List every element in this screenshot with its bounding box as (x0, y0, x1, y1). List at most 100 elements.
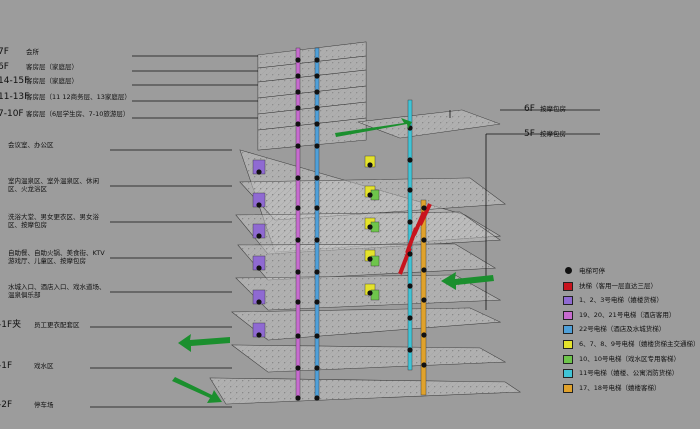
stop-dot (314, 395, 320, 401)
stop-dot (295, 365, 301, 371)
escalator (418, 203, 432, 226)
stop-dot (314, 175, 320, 181)
stop-dot (256, 265, 262, 271)
floor-tag: 7-10F (0, 109, 24, 119)
stop-dot (314, 237, 320, 243)
legend-label: 扶梯（客用一层直达三层） (579, 281, 657, 290)
stop-dot (256, 233, 262, 239)
floor-tag: 5F (524, 129, 535, 139)
stop-dot (314, 205, 320, 211)
stop-dot (314, 299, 320, 305)
stop-dot (421, 237, 427, 243)
stop-dot (295, 57, 301, 63)
stop-dot (256, 202, 262, 208)
stop-dot (421, 332, 427, 338)
stop-dot (367, 224, 373, 230)
stop-dot (295, 121, 301, 127)
elevator-shafts (252, 47, 432, 401)
floor-description: 水城入口、酒店入口、戏水道场、温泉俱乐部 (8, 283, 106, 299)
legend-swatch (563, 325, 573, 335)
shaft-22 (314, 47, 320, 401)
floor-description: 客房层（家庭层） (26, 63, 78, 71)
stop-dot (314, 105, 320, 111)
stop-dot (314, 89, 320, 95)
floor-description: 停车场 (34, 401, 54, 409)
floor-description: 会议室、办公区 (8, 141, 54, 149)
stop-dot (367, 256, 373, 262)
tower-block (257, 41, 367, 151)
stop-dot (295, 237, 301, 243)
stop-dot (421, 205, 427, 211)
stop-dot (407, 315, 413, 321)
stop-dot (314, 333, 320, 339)
stop-dot (256, 299, 262, 305)
stop-dot (295, 105, 301, 111)
leader-lines (90, 55, 600, 408)
floor-slabs (209, 149, 521, 405)
floor-description: 按摩包房 (540, 105, 566, 113)
upper-wing (357, 109, 501, 139)
floor-description: 自助餐、自助火锅、美食街、KTV游戏厅、儿童区、按摩包房 (8, 249, 105, 265)
stop-dot (407, 219, 413, 225)
stop-dot (295, 143, 301, 149)
stop-dot (295, 333, 301, 339)
stop-dot (314, 57, 320, 63)
legend-label: 22号电梯（酒店及水城货梯） (579, 325, 666, 334)
legend-label: 17、18号电梯（嬉楼客梯） (579, 383, 661, 392)
floor-description: 会所 (26, 48, 39, 56)
floor-description: 客房层（11 12商务层、13家庭层） (26, 93, 131, 101)
stop-dot (407, 347, 413, 353)
floor-description: 洗浴大堂、男女更衣区、男女浴区、按摩包房 (8, 213, 99, 229)
floor-tag: 14-15F (0, 76, 30, 86)
stop-dot (295, 299, 301, 305)
stop-dot (421, 362, 427, 368)
stop-dot (407, 187, 413, 193)
stop-dot-swatch (565, 267, 572, 274)
stop-dot (256, 169, 262, 175)
floor-tag: 11-13F (0, 92, 30, 102)
legend-swatch (563, 310, 573, 320)
floor-tag: 6F (524, 104, 535, 114)
stop-dot (314, 365, 320, 371)
shaft-19-21 (295, 47, 301, 401)
legend-swatch (563, 339, 573, 349)
stop-dot (314, 121, 320, 127)
legend-label: 6、7、8、9号电梯（嬉楼货梯主交通梯） (579, 339, 700, 348)
stop-dot (421, 297, 427, 303)
floor-description: 客房层（家庭层） (26, 77, 78, 85)
legend-swatch (563, 281, 573, 291)
stop-dot (295, 89, 301, 95)
floor-tag: 7F (0, 47, 9, 57)
legend-swatch (563, 354, 573, 364)
stop-dot (295, 205, 301, 211)
stop-dot (295, 73, 301, 79)
floor-tag: -2F (0, 400, 13, 410)
legend-swatch (563, 369, 573, 379)
floor-tag: -1F (0, 361, 13, 371)
stop-dot (256, 332, 262, 338)
stop-dot (314, 73, 320, 79)
stop-dot (407, 283, 413, 289)
legend-label: 11号电梯（嬉楼、公寓消防货梯） (579, 369, 679, 378)
stop-dot (421, 267, 427, 273)
stop-dot (295, 175, 301, 181)
stop-dot (295, 395, 301, 401)
stop-dot (314, 269, 320, 275)
arrow-icon (172, 118, 494, 403)
stop-dot (367, 290, 373, 296)
floor-tag: -1F夹 (0, 320, 22, 330)
legend-label: 电梯可停 (579, 267, 605, 275)
floor-slab (209, 377, 521, 405)
stop-dot (407, 157, 413, 163)
legend-swatch (563, 383, 573, 393)
stop-dot (407, 251, 413, 257)
legend-label: 10、10号电梯（戏水区专用客梯） (579, 354, 681, 363)
floor-tag: 6F (0, 62, 9, 72)
floor-description: 戏水区 (34, 362, 54, 370)
stop-dot (314, 143, 320, 149)
floor-description: 按摩包房 (540, 130, 566, 138)
shaft-10-stop (370, 289, 380, 301)
stop-dot (295, 269, 301, 275)
